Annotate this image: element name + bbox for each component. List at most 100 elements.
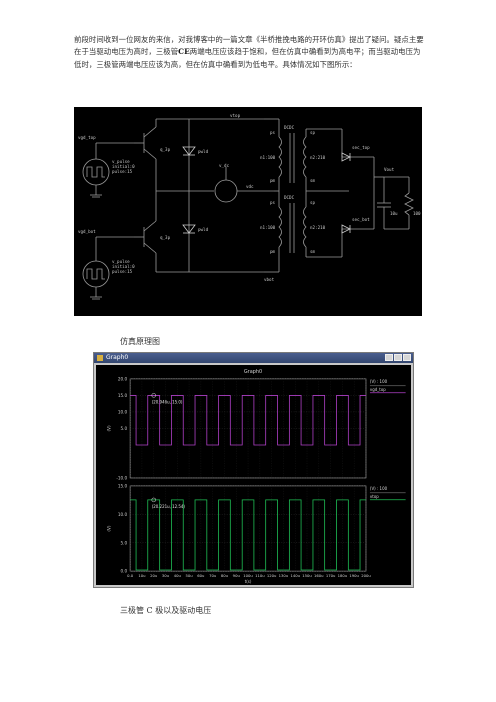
x-tick-label: 90u — [233, 574, 241, 578]
label-xf2: DCDC — [284, 195, 295, 200]
x-tick-label: 100u — [243, 574, 253, 578]
diode-top-symbol — [182, 146, 196, 156]
label-sm1: sm — [310, 178, 316, 183]
x-tick-label: 70u — [209, 574, 217, 578]
output-diode-bottom-symbol — [341, 224, 351, 234]
label-ss2: sp — [310, 200, 316, 205]
x-tick-label: 40u — [174, 574, 182, 578]
graph-caption: 三极管 C 极以及驱动电压 — [120, 606, 212, 615]
y-tick-label: 5.0 — [121, 426, 128, 431]
label-vdc: v_dc — [219, 163, 230, 168]
intro-text-1: 前段时间收到一位网友的来信，对我博客中的一篇文章《半桥推挽电路的开环仿真》提出了… — [74, 35, 424, 57]
label-vout: Vout — [384, 167, 395, 172]
y-tick-label: 5.0 — [121, 540, 128, 545]
y-axis-label: (V) — [106, 425, 111, 431]
label-vgd-bot: vgd_bot — [78, 229, 96, 234]
legend-name: vtop — [370, 494, 379, 499]
label-pm2: pm — [270, 249, 276, 254]
intro-paragraph: 前段时间收到一位网友的来信，对我博客中的一篇文章《半桥推挽电路的开环仿真》提出了… — [74, 34, 424, 71]
label-vpulse-bot: v_pulse — [112, 259, 130, 264]
label-res: 100 — [413, 211, 421, 216]
label-dout-bot: sec_bot — [352, 217, 370, 222]
app-icon — [97, 355, 103, 361]
label-vmid: vdc — [246, 184, 254, 189]
label-q-bot: q_3p — [160, 235, 171, 240]
x-tick-label: 60u — [197, 574, 205, 578]
schematic-drawing: vgd_top v_pulse initial:0 pulse:15 q_3p … — [78, 113, 421, 300]
x-tick-label: 110u — [255, 574, 265, 578]
graph-canvas[interactable]: Graph0 20.0 15.0 10.0 5.0 -10.0 (V) (20.946u, … — [96, 365, 411, 585]
label-np1: n1:100 — [260, 155, 276, 160]
label-diode-top: pwld — [198, 149, 209, 154]
intro-text-2: 两端电压应该趋于饱和，但在仿真中确看到为高电平；而当驱动电压为低时，三极管两端电… — [74, 47, 421, 69]
label-q-top: q_3p — [160, 147, 171, 152]
schematic-caption: 仿真原理图 — [120, 337, 160, 346]
label-pm1: pm — [270, 178, 276, 183]
label-vpulse-top-init: initial:0 — [112, 164, 135, 169]
label-vgd-top: vgd_top — [78, 135, 96, 140]
cursor-annotation: (20.946u, 15.0) — [152, 399, 183, 404]
y-tick-label: 15.0 — [118, 393, 128, 398]
label-np2: n1:100 — [260, 225, 276, 230]
x-axis-unit: t(s) — [245, 579, 252, 584]
x-tick-label: 160u — [314, 574, 324, 578]
x-tick-label: 10u — [138, 574, 146, 578]
minimize-button[interactable] — [385, 354, 393, 361]
graph-window: Graph0 Graph0 20.0 15.0 10.0 5.0 -10.0 (V) (20… — [93, 352, 414, 588]
y-tick-label: 10.0 — [118, 409, 128, 414]
x-tick-label: 150u — [302, 574, 312, 578]
label-ss1: sp — [310, 130, 316, 135]
label-cap: 10u — [390, 211, 398, 216]
label-diode-bot: pwld — [198, 227, 209, 232]
maximize-button[interactable] — [394, 354, 402, 361]
x-tick-label: 200u — [361, 574, 371, 578]
graph-window-titlebar[interactable]: Graph0 — [94, 353, 413, 363]
label-vbot: vbot — [264, 277, 275, 282]
x-tick-label: 120u — [267, 574, 277, 578]
label-dout-top: sec_top — [352, 145, 370, 150]
label-vpulse-bot-init: initial:0 — [112, 264, 135, 269]
legend-unit: (V) : 100 — [370, 379, 388, 384]
x-tick-label: 140u — [290, 574, 300, 578]
graph-inner-title: Graph0 — [244, 369, 262, 375]
x-tick-label: 30u — [162, 574, 170, 578]
label-vtop: vtop — [230, 113, 241, 118]
y-tick-label: -10.0 — [116, 476, 127, 481]
graph-plot: Graph0 20.0 15.0 10.0 5.0 -10.0 (V) (20.946u, … — [106, 369, 406, 584]
x-tick-label: 170u — [326, 574, 336, 578]
intro-text-em: CE — [178, 47, 190, 57]
graph-window-title: Graph0 — [106, 354, 129, 361]
x-tick-label: 130u — [279, 574, 289, 578]
x-tick-label: 190u — [349, 574, 359, 578]
y-axis-label: (V) — [106, 525, 111, 531]
label-vpulse-bot-pulse: pulse:15 — [112, 269, 133, 274]
label-sm2: sm — [310, 249, 316, 254]
label-vpulse-top: v_pulse — [112, 159, 130, 164]
cursor-marker[interactable] — [151, 393, 156, 398]
output-diode-top-symbol — [341, 152, 351, 162]
x-tick-label: 50u — [186, 574, 194, 578]
diode-bottom-symbol — [182, 224, 196, 234]
x-tick-label: 20u — [150, 574, 158, 578]
close-button[interactable] — [403, 354, 411, 361]
label-ns2: n2:210 — [310, 225, 326, 230]
series-line-vgd_top — [130, 395, 366, 446]
x-tick-label: 0.0 — [127, 574, 134, 578]
cursor-marker[interactable] — [151, 497, 156, 503]
label-xf1: DCDC — [284, 125, 295, 130]
legend-unit: (V) : 100 — [370, 486, 388, 491]
schematic-image: vgd_top v_pulse initial:0 pulse:15 q_3p … — [74, 107, 422, 316]
y-tick-label: 10.0 — [118, 512, 128, 517]
label-ps2: ps — [270, 200, 276, 205]
label-vpulse-top-pulse: pulse:15 — [112, 169, 133, 174]
y-tick-label: 15.0 — [118, 483, 128, 488]
label-ps1: ps — [270, 130, 276, 135]
y-tick-label: 0.0 — [121, 569, 128, 574]
dc-source-symbol — [214, 179, 238, 203]
series-line-vtop — [130, 499, 366, 571]
cursor-annotation: (20.221u, 12.54) — [152, 504, 186, 509]
y-tick-label: 20.0 — [118, 376, 128, 381]
legend-name: vgd_top — [370, 387, 386, 392]
label-ns1: n2:210 — [310, 155, 326, 160]
x-tick-label: 80u — [221, 574, 229, 578]
